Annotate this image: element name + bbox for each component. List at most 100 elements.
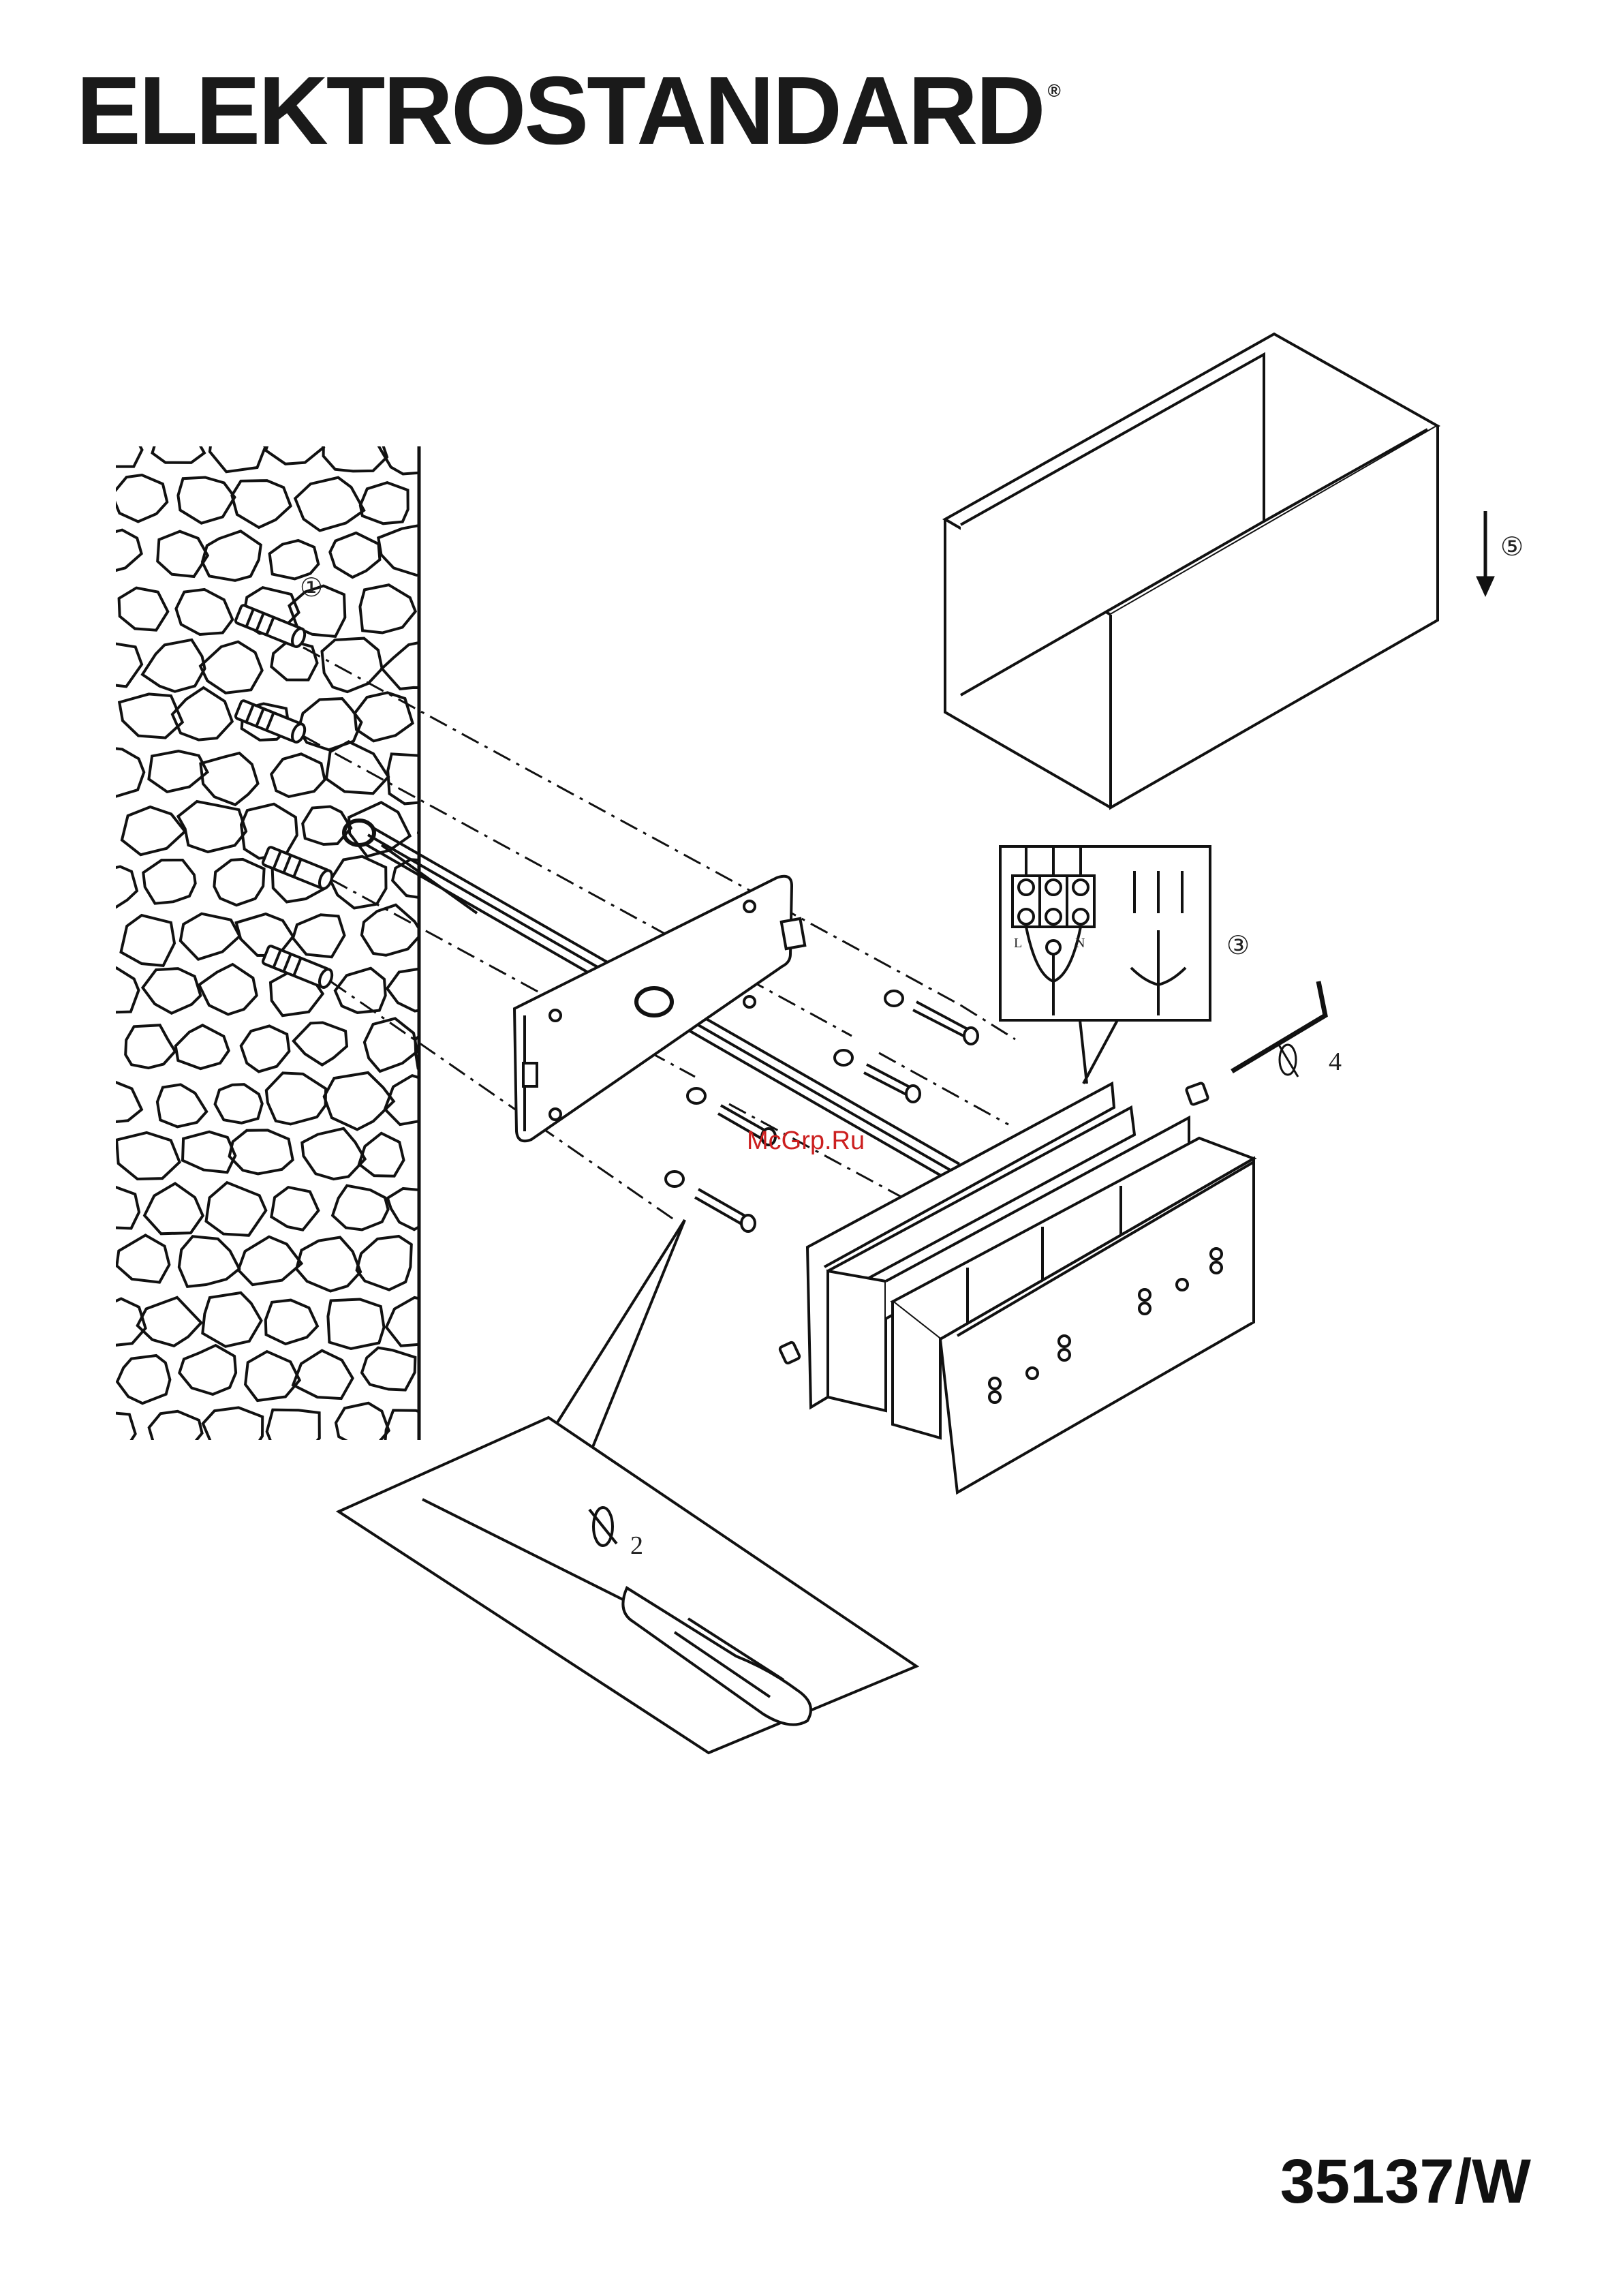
stone bbox=[362, 905, 422, 955]
stone bbox=[206, 1182, 266, 1236]
rotate-arrow-icon bbox=[1278, 1043, 1298, 1077]
stone bbox=[357, 1236, 412, 1290]
stone bbox=[178, 801, 246, 852]
stone bbox=[143, 860, 195, 904]
stone bbox=[333, 1186, 388, 1230]
stone bbox=[85, 748, 144, 797]
stone bbox=[93, 968, 139, 1013]
stone bbox=[293, 1351, 352, 1398]
stone bbox=[266, 1300, 318, 1344]
stone bbox=[200, 642, 262, 693]
stone bbox=[270, 540, 319, 579]
stone bbox=[89, 427, 142, 467]
stone bbox=[210, 418, 265, 472]
stone bbox=[215, 1084, 262, 1123]
stone bbox=[199, 964, 257, 1015]
stone bbox=[181, 914, 240, 960]
watermark: McGrp.Ru bbox=[747, 1128, 865, 1154]
stone bbox=[271, 1187, 318, 1230]
step-3-label: ③ bbox=[1226, 932, 1250, 960]
terminal-n-label: N bbox=[1075, 936, 1085, 951]
wall-plug-icon bbox=[235, 604, 335, 990]
stone bbox=[302, 1129, 365, 1179]
stone bbox=[294, 1023, 347, 1065]
stone bbox=[336, 1403, 389, 1447]
stone bbox=[230, 1130, 293, 1174]
stone bbox=[349, 802, 410, 856]
stone bbox=[183, 1132, 235, 1173]
stone bbox=[119, 588, 168, 630]
stone bbox=[91, 530, 142, 572]
stone bbox=[238, 1237, 302, 1285]
stone bbox=[149, 751, 207, 792]
stone bbox=[202, 1293, 261, 1347]
stone bbox=[203, 1407, 262, 1455]
stone bbox=[142, 640, 205, 692]
stone bbox=[87, 1186, 139, 1229]
stone bbox=[200, 753, 258, 805]
stone bbox=[324, 1073, 394, 1130]
stone bbox=[138, 1298, 202, 1346]
step-1-label: ① bbox=[300, 574, 323, 602]
stone bbox=[360, 585, 415, 632]
mounting-plate-icon bbox=[514, 876, 805, 1142]
stone bbox=[386, 1298, 447, 1346]
stone-wall-icon bbox=[83, 418, 484, 1457]
stone bbox=[293, 915, 345, 957]
stone bbox=[83, 1413, 136, 1455]
stone bbox=[142, 968, 200, 1013]
step-2-label: 2 bbox=[630, 1531, 643, 1560]
stone bbox=[157, 1084, 206, 1127]
stone bbox=[144, 1184, 203, 1234]
stone bbox=[86, 1079, 142, 1124]
stone bbox=[295, 478, 364, 531]
stone bbox=[245, 1351, 300, 1400]
stone bbox=[241, 1026, 290, 1071]
stone bbox=[214, 859, 264, 905]
stone bbox=[378, 423, 441, 474]
stone bbox=[176, 1025, 229, 1069]
stone bbox=[322, 639, 382, 692]
stone bbox=[117, 1235, 169, 1282]
stone bbox=[385, 1410, 436, 1456]
stone bbox=[271, 754, 324, 797]
stone bbox=[382, 641, 450, 689]
stone bbox=[416, 1022, 472, 1075]
stone bbox=[92, 867, 138, 910]
stone bbox=[236, 914, 293, 955]
stone bbox=[179, 1345, 236, 1394]
stone bbox=[153, 423, 204, 463]
step-4-label: 4 bbox=[1329, 1047, 1342, 1076]
stone bbox=[326, 741, 388, 793]
stone bbox=[423, 585, 478, 624]
down-arrow-icon bbox=[1479, 511, 1492, 593]
stone bbox=[388, 1189, 441, 1229]
stone bbox=[420, 698, 476, 740]
hex-key-icon bbox=[1232, 981, 1325, 1071]
stone bbox=[424, 1351, 472, 1392]
stone bbox=[112, 475, 167, 521]
stone bbox=[117, 1356, 170, 1403]
step-5-label: ⑤ bbox=[1500, 533, 1524, 562]
stone bbox=[330, 857, 386, 908]
stone bbox=[179, 1236, 239, 1287]
stone bbox=[365, 1018, 417, 1071]
stone bbox=[296, 1238, 360, 1291]
stone bbox=[359, 1133, 404, 1176]
stone bbox=[419, 1238, 484, 1289]
stone bbox=[121, 915, 175, 966]
stone bbox=[266, 422, 324, 464]
stone bbox=[232, 480, 290, 527]
terminal-l-label: L bbox=[1014, 936, 1022, 951]
stone bbox=[149, 1411, 202, 1449]
stone bbox=[172, 688, 232, 740]
terminal-block-icon bbox=[1000, 846, 1210, 1084]
set-screw-icon bbox=[1186, 1082, 1208, 1105]
stone bbox=[387, 968, 447, 1011]
shade-box-icon bbox=[945, 334, 1438, 808]
stone bbox=[176, 590, 232, 634]
stone bbox=[360, 483, 408, 523]
stone bbox=[425, 1131, 476, 1176]
stone bbox=[355, 692, 413, 741]
stone bbox=[202, 531, 261, 581]
